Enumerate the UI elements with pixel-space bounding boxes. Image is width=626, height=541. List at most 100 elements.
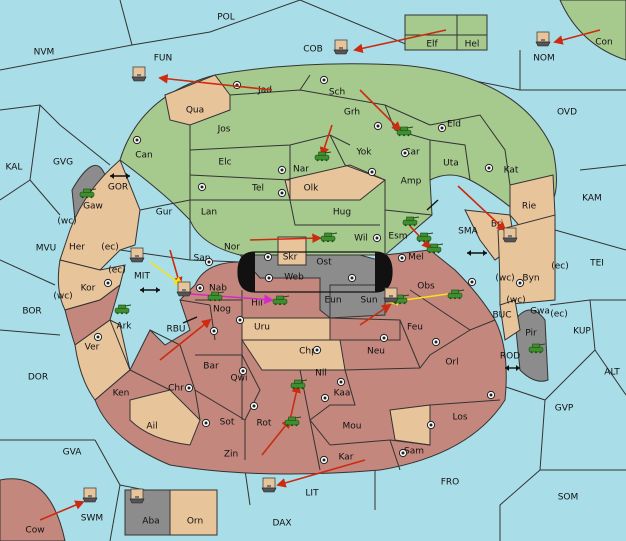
- land-Tel: Tel: [251, 184, 264, 194]
- ship-icon: [261, 477, 277, 493]
- land-Chr: Chr: [168, 384, 184, 394]
- territory-Skr[interactable]: [277, 236, 307, 266]
- coast-wc-gaw: (wc): [57, 217, 76, 227]
- sea-TEI: TEI: [589, 259, 604, 269]
- sea-RBU: RBU: [166, 325, 185, 335]
- land-Chp: Chp: [299, 347, 317, 357]
- land-Qwi: Qwi: [231, 374, 248, 384]
- supply-center-icon: [398, 448, 408, 458]
- sea-MVU: MVU: [36, 244, 57, 254]
- territory-Ark[interactable]: [64, 283, 121, 346]
- territory-Sun[interactable]: [329, 284, 386, 319]
- order-arrow: [353, 29, 447, 54]
- sea-FRO: FRO: [441, 478, 460, 488]
- territory-Kor[interactable]: [57, 259, 126, 311]
- sea-NOM: NOM: [533, 54, 555, 64]
- land-Sot: Sot: [220, 418, 235, 428]
- supply-center-icon: [197, 182, 207, 192]
- territory-Qua[interactable]: [164, 74, 231, 126]
- land-Olk: Olk: [304, 184, 320, 194]
- order-arrow: [359, 89, 402, 132]
- supply-center-icon: [319, 455, 329, 465]
- supply-center-icon: [431, 337, 441, 347]
- territory-borders: [109, 74, 511, 471]
- land-Grh: Grh: [344, 108, 360, 118]
- land-Eun: Eun: [324, 296, 341, 306]
- land-Feu: Feu: [407, 323, 423, 333]
- territory-Gwa[interactable]: [499, 299, 521, 341]
- territory-Orl-tan: [389, 404, 431, 446]
- order-arrow: [261, 418, 292, 456]
- land-Gaw: Gaw: [83, 202, 103, 212]
- sea-GVP: GVP: [555, 404, 574, 414]
- land-Nar: Nar: [293, 165, 309, 175]
- coast-wc-kor: (wc): [53, 292, 72, 302]
- land-Pir: Pir: [525, 329, 537, 339]
- supply-center-icon: [336, 377, 346, 387]
- land-Web: Web: [284, 273, 304, 283]
- sea-NVM: NVM: [34, 48, 55, 58]
- land-Gwa: Gwa: [530, 307, 550, 317]
- land-Aba: Aba: [142, 517, 159, 527]
- land-Orn: Orn: [187, 517, 203, 527]
- land-Elc: Elc: [218, 158, 231, 168]
- continent-north: [119, 63, 557, 256]
- land-Nil: Nil: [315, 369, 327, 379]
- land-Nab: Nab: [209, 284, 227, 294]
- land-Bar: Bar: [203, 362, 219, 372]
- supply-center-icon: [93, 332, 103, 342]
- order-arrow-convoy: [189, 293, 274, 305]
- land-Mel: Mel: [408, 253, 424, 263]
- territory-Pir[interactable]: [514, 309, 549, 382]
- ship-icon: [129, 488, 145, 504]
- sea-GOR: GOR: [108, 183, 128, 193]
- land-Rie: Rie: [522, 202, 537, 212]
- land-Lan: Lan: [201, 208, 217, 218]
- land-Mou: Mou: [343, 422, 362, 432]
- land-Sun: Sun: [360, 296, 377, 306]
- sea-COB: COB: [303, 45, 323, 55]
- supply-center-icon: [235, 315, 245, 325]
- sea-labels: POL NVM FUN COB NOM OVD KAL GVG GOR KAM …: [6, 13, 621, 529]
- land-Hel: Hel: [465, 40, 480, 50]
- land-Hug: Hug: [333, 208, 351, 218]
- land-Her: Her: [69, 243, 85, 253]
- order-arrow: [359, 303, 392, 326]
- land-Amp: Amp: [401, 177, 422, 187]
- supply-center-icon: [209, 326, 219, 336]
- supply-center-icon: [204, 257, 214, 267]
- supply-center-icon: [184, 383, 194, 393]
- sea-FUN: FUN: [154, 54, 173, 64]
- land-Los: Los: [452, 413, 467, 423]
- land-Skr: Skr: [283, 253, 298, 263]
- land-Obs: Obs: [417, 282, 435, 292]
- land-Elf: Elf: [426, 40, 438, 50]
- sea-ROD: ROD: [500, 352, 520, 362]
- supply-center-icon: [195, 283, 205, 293]
- sea-LIT: LIT: [305, 489, 319, 499]
- coast-wc-byn: (wc): [495, 274, 514, 284]
- land-Ost: Ost: [316, 258, 332, 268]
- supply-center-icon: [484, 163, 494, 173]
- territory-Olk[interactable]: [284, 164, 386, 201]
- sea-SOM: SOM: [558, 493, 579, 503]
- land-Ark: Ark: [116, 322, 132, 332]
- land-Ver: Ver: [85, 343, 100, 353]
- land-Ken: Ken: [113, 389, 130, 399]
- land-Car: Car: [404, 148, 420, 158]
- land-Qua: Qua: [186, 106, 204, 116]
- order-arrow: [276, 459, 366, 488]
- territory-Ver[interactable]: [74, 319, 131, 401]
- territory-Ail[interactable]: [129, 389, 201, 446]
- supply-center-icon: [379, 333, 389, 343]
- coast-ec-byn: (ec): [551, 262, 569, 272]
- coast-ec-kor: (ec): [108, 266, 126, 276]
- land-Cow: Cow: [25, 526, 44, 536]
- land-Hil: Hil: [251, 299, 263, 309]
- order-arrow: [553, 29, 601, 45]
- supply-center-icon: [232, 80, 242, 90]
- land-Con: Con: [595, 38, 613, 48]
- sea-DOR: DOR: [28, 373, 48, 383]
- territory-Orn[interactable]: [169, 489, 218, 536]
